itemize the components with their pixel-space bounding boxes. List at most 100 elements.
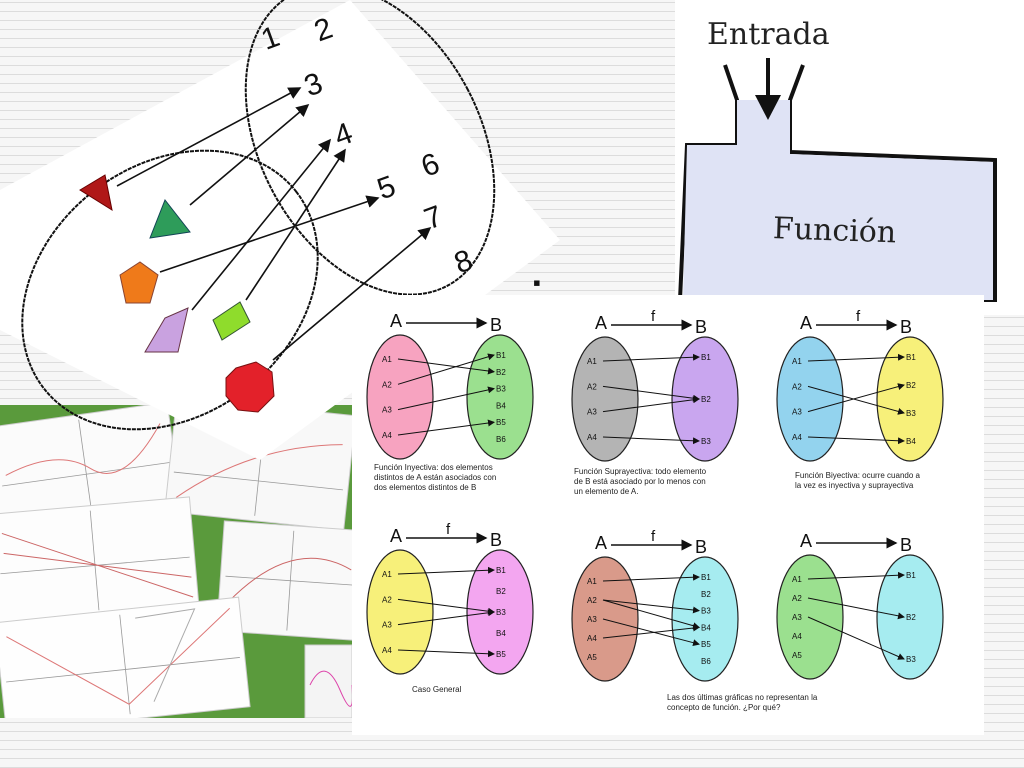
- mapping-arrow: [602, 385, 700, 402]
- red-octagon-shape: [225, 361, 275, 413]
- graphs-collage: [0, 396, 365, 733]
- codomain-element: B3: [496, 608, 506, 617]
- codomain-set: [671, 336, 739, 462]
- mapping-arrow: [807, 353, 905, 362]
- mapping-arrow: [397, 609, 495, 626]
- caption-surjective: Función Suprayectiva: todo elemento de B…: [574, 467, 774, 497]
- mapping-arrow: [807, 383, 905, 413]
- green-diamond-shape: [212, 301, 251, 341]
- caption-line: Caso General: [412, 685, 462, 694]
- function-label: f: [446, 521, 451, 538]
- domain-set: [571, 556, 639, 682]
- domain-label: A: [390, 526, 402, 546]
- green-triangle-shape: [149, 199, 191, 239]
- codomain-element: B1: [701, 353, 711, 362]
- codomain-element: B2: [701, 395, 711, 404]
- domain-element: A4: [587, 634, 597, 643]
- domain-label: A: [595, 313, 607, 333]
- mapping-arrow: [602, 599, 700, 630]
- codomain-element: B1: [906, 571, 916, 580]
- codomain-set: [876, 336, 944, 462]
- shapes-mapping-diagram: 1 2 3 4 5 6 7 8: [0, 0, 560, 460]
- codomain-element: B1: [496, 566, 506, 575]
- domain-label: A: [800, 531, 812, 551]
- function-machine-diagram: Entrada Función: [675, 0, 1024, 315]
- domain-element: A5: [587, 653, 597, 662]
- codomain-set: [466, 334, 534, 460]
- codomain-element: B5: [701, 640, 711, 649]
- red-triangle-shape: [79, 174, 113, 212]
- codomain-element: B6: [701, 657, 711, 666]
- codomain-element: B3: [906, 655, 916, 664]
- domain-element: A4: [792, 632, 802, 641]
- domain-element: A2: [382, 380, 392, 389]
- domain-set: [571, 336, 639, 462]
- domain-element: A1: [382, 355, 392, 364]
- domain-element: A3: [587, 408, 597, 417]
- function-label: f: [651, 308, 656, 325]
- codomain-element: B1: [496, 351, 506, 360]
- domain-element: A2: [792, 382, 802, 391]
- caption-line: dos elementos distintos de B: [374, 483, 477, 492]
- mapping-arrow: [602, 573, 700, 582]
- codomain-element: B5: [496, 418, 506, 427]
- codomain-label: B: [490, 315, 502, 335]
- codomain-label: B: [490, 530, 502, 550]
- mapping-arrow: [397, 649, 495, 658]
- mapping-arrow: [602, 618, 700, 647]
- function-label: f: [651, 528, 656, 545]
- caption-line: un elemento de A.: [574, 487, 639, 496]
- caption-line: distintos de A están asociados con: [374, 473, 497, 482]
- domain-label: A: [800, 313, 812, 333]
- caption-line: Función Inyectiva: dos elementos: [374, 463, 493, 472]
- domain-element: A3: [382, 406, 392, 415]
- domain-set: [366, 334, 434, 460]
- codomain-set: [244, 0, 496, 296]
- domain-label: A: [390, 311, 402, 331]
- purple-parallelogram-shape: [144, 307, 189, 353]
- mapping-arrow: [602, 353, 700, 362]
- caption-bijective: Función Biyectiva: ocurre cuando a la ve…: [795, 471, 985, 491]
- domain-element: A2: [587, 382, 597, 391]
- domain-element: A4: [382, 646, 392, 655]
- codomain-element: B4: [906, 437, 916, 446]
- mapping-arrow: [397, 598, 495, 615]
- mapping-arrow: [397, 386, 495, 411]
- function-label: Función: [772, 211, 896, 250]
- codomain-element: B2: [701, 590, 711, 599]
- caption-line: de B está asociado por lo menos con: [574, 477, 706, 486]
- caption-line: Función Biyectiva: ocurre cuando a: [795, 471, 920, 480]
- mapping-arrow: [397, 358, 495, 375]
- codomain-element: B3: [701, 437, 711, 446]
- mapping-arrow: [397, 566, 495, 575]
- codomain-element: B1: [906, 353, 916, 362]
- mapping-arrow: [602, 624, 700, 639]
- mapping-arrow: [807, 597, 905, 620]
- domain-set: [776, 336, 844, 462]
- domain-element: A1: [792, 575, 802, 584]
- codomain-set: [876, 554, 944, 680]
- footnote-line: Las dos últimas gráficas no representan …: [667, 693, 818, 702]
- caption-general: Caso General: [412, 685, 532, 695]
- domain-element: A3: [792, 408, 802, 417]
- mapping-arrow: [397, 353, 495, 385]
- domain-element: A2: [792, 594, 802, 603]
- codomain-element: B2: [906, 613, 916, 622]
- codomain-label: B: [695, 317, 707, 337]
- footnote-line: concepto de función. ¿Por qué?: [667, 703, 781, 712]
- codomain-element: B1: [701, 573, 711, 582]
- slide-bullet-icon: ▪: [533, 270, 541, 295]
- mapping-arrow: [807, 385, 905, 415]
- domain-set: [366, 549, 434, 675]
- domain-element: A3: [792, 613, 802, 622]
- codomain-label: B: [900, 317, 912, 337]
- domain-element: A1: [792, 357, 802, 366]
- mapping-arrow: [602, 396, 700, 413]
- codomain-element: B4: [496, 629, 506, 638]
- codomain-element: B2: [496, 368, 506, 377]
